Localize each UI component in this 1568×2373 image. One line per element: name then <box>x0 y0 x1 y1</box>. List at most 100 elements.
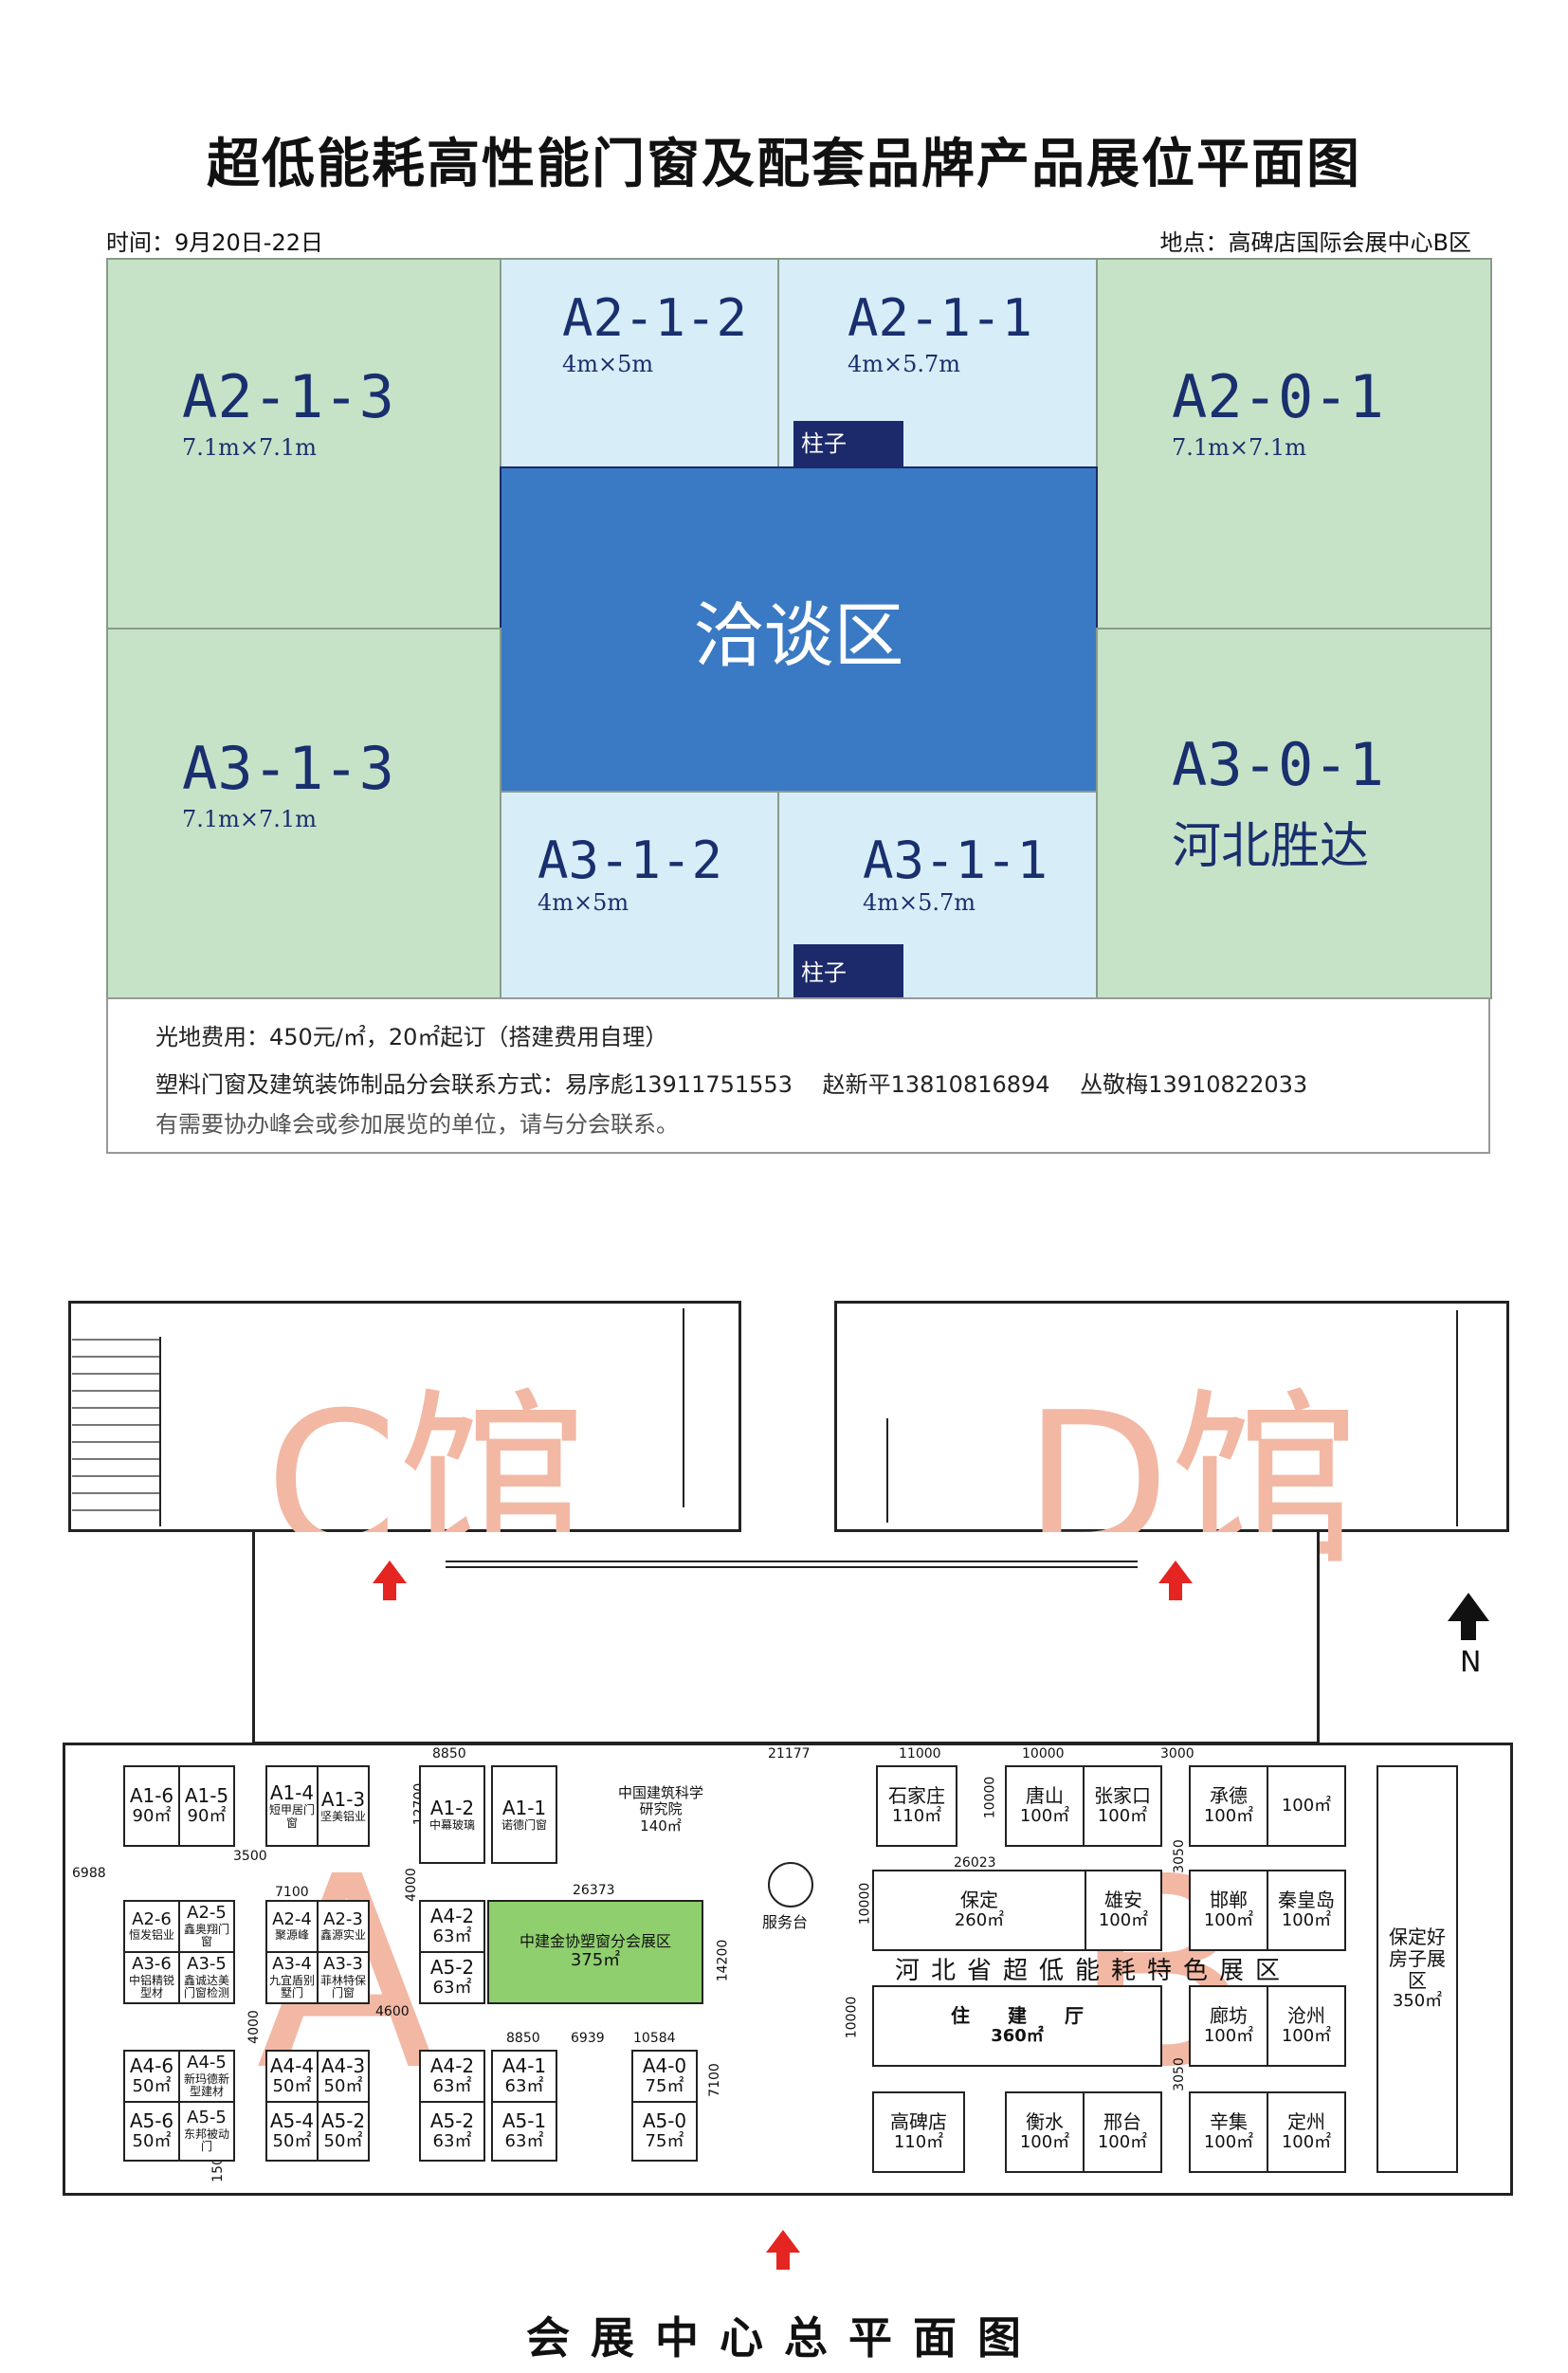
dim-label: 10000 <box>982 1776 998 1819</box>
booth-code: A2-0-1 <box>1172 362 1384 431</box>
dim-label: 6988 <box>72 1866 106 1881</box>
dim-label: 8850 <box>506 2031 540 2046</box>
north-arrow-stem <box>1461 1619 1476 1640</box>
booth-a2-1-2[interactable]: A2-1-2 4m×5m <box>500 258 779 468</box>
service-desk-label: 服务台 <box>762 1913 809 1931</box>
dim-label: 3050 <box>1171 2057 1187 2091</box>
dim-label: 3500 <box>233 1849 267 1864</box>
info-panel: 光地费用：450元/㎡，20㎡起订（搭建费用自理） 塑料门窗及建筑装饰制品分会联… <box>106 997 1490 1154</box>
dim-label: 4000 <box>246 2010 262 2044</box>
dim-label: 10584 <box>633 2031 676 2046</box>
dim-label: 4000 <box>403 1868 419 1902</box>
booth-dim: 7.1m×7.1m <box>182 806 317 832</box>
dim-label: 26023 <box>954 1855 996 1871</box>
hall-d <box>834 1301 1509 1532</box>
booth-a2-1-3[interactable]: A2-1-3 7.1m×7.1m <box>106 258 501 630</box>
main-entrance-arrow-stem <box>776 2253 790 2270</box>
hall-d-room-left <box>839 1418 888 1523</box>
entrance-arrow-d-stem <box>1169 1583 1182 1600</box>
hall-c-room <box>683 1308 738 1507</box>
booth-a3-1-2[interactable]: A3-1-2 4m×5m <box>500 791 779 999</box>
dim-label: 26373 <box>573 1883 615 1898</box>
booth-code: A2-1-2 <box>562 288 748 348</box>
note-text: 有需要协办峰会或参加展览的单位，请与分会联系。 <box>155 1111 679 1138</box>
booth-dim: 7.1m×7.1m <box>182 434 317 461</box>
dim-label: 11000 <box>899 1746 941 1761</box>
booth-a2-1-1[interactable]: A2-1-1 4m×5.7m 柱子 <box>777 258 1098 468</box>
dim-label: 4600 <box>375 2004 410 2019</box>
dim-label: 21177 <box>768 1746 811 1761</box>
booth-dim: 7.1m×7.1m <box>1172 434 1306 461</box>
booth-dim: 4m×5m <box>538 889 629 916</box>
booth-code: A3-1-2 <box>538 831 723 890</box>
booth-100sqm[interactable]: 100㎡ <box>1267 1765 1346 1847</box>
pillar: 柱子 <box>793 421 903 468</box>
booth-code: A3-0-1 <box>1172 730 1384 799</box>
booth-dim: 4m×5.7m <box>848 351 961 377</box>
booth-a2-0-1[interactable]: A2-0-1 7.1m×7.1m <box>1096 258 1492 630</box>
booth-code: A2-1-1 <box>848 288 1033 348</box>
booth-a3-1-1[interactable]: A3-1-1 4m×5.7m 柱子 <box>777 791 1098 999</box>
corridor-wall <box>446 1561 1138 1568</box>
contact-text: 塑料门窗及建筑装饰制品分会联系方式：易序彪13911751553 赵新平1381… <box>155 1071 1308 1098</box>
dim-label: 3050 <box>1171 1839 1187 1873</box>
time-label: 时间：9月20日-22日 <box>106 229 324 256</box>
page-title: 超低能耗高性能门窗及配套品牌产品展位平面图 <box>207 133 1361 195</box>
north-label: N <box>1460 1646 1482 1679</box>
booth-a3-1-3[interactable]: A3-1-3 7.1m×7.1m <box>106 628 501 999</box>
fee-text: 光地费用：450元/㎡，20㎡起订（搭建费用自理） <box>155 1024 668 1050</box>
entrance-arrow-c <box>373 1561 407 1583</box>
entrance-arrow-d <box>1158 1561 1193 1583</box>
booth-a3-0-1[interactable]: A3-0-1 河北胜达 <box>1096 628 1492 999</box>
